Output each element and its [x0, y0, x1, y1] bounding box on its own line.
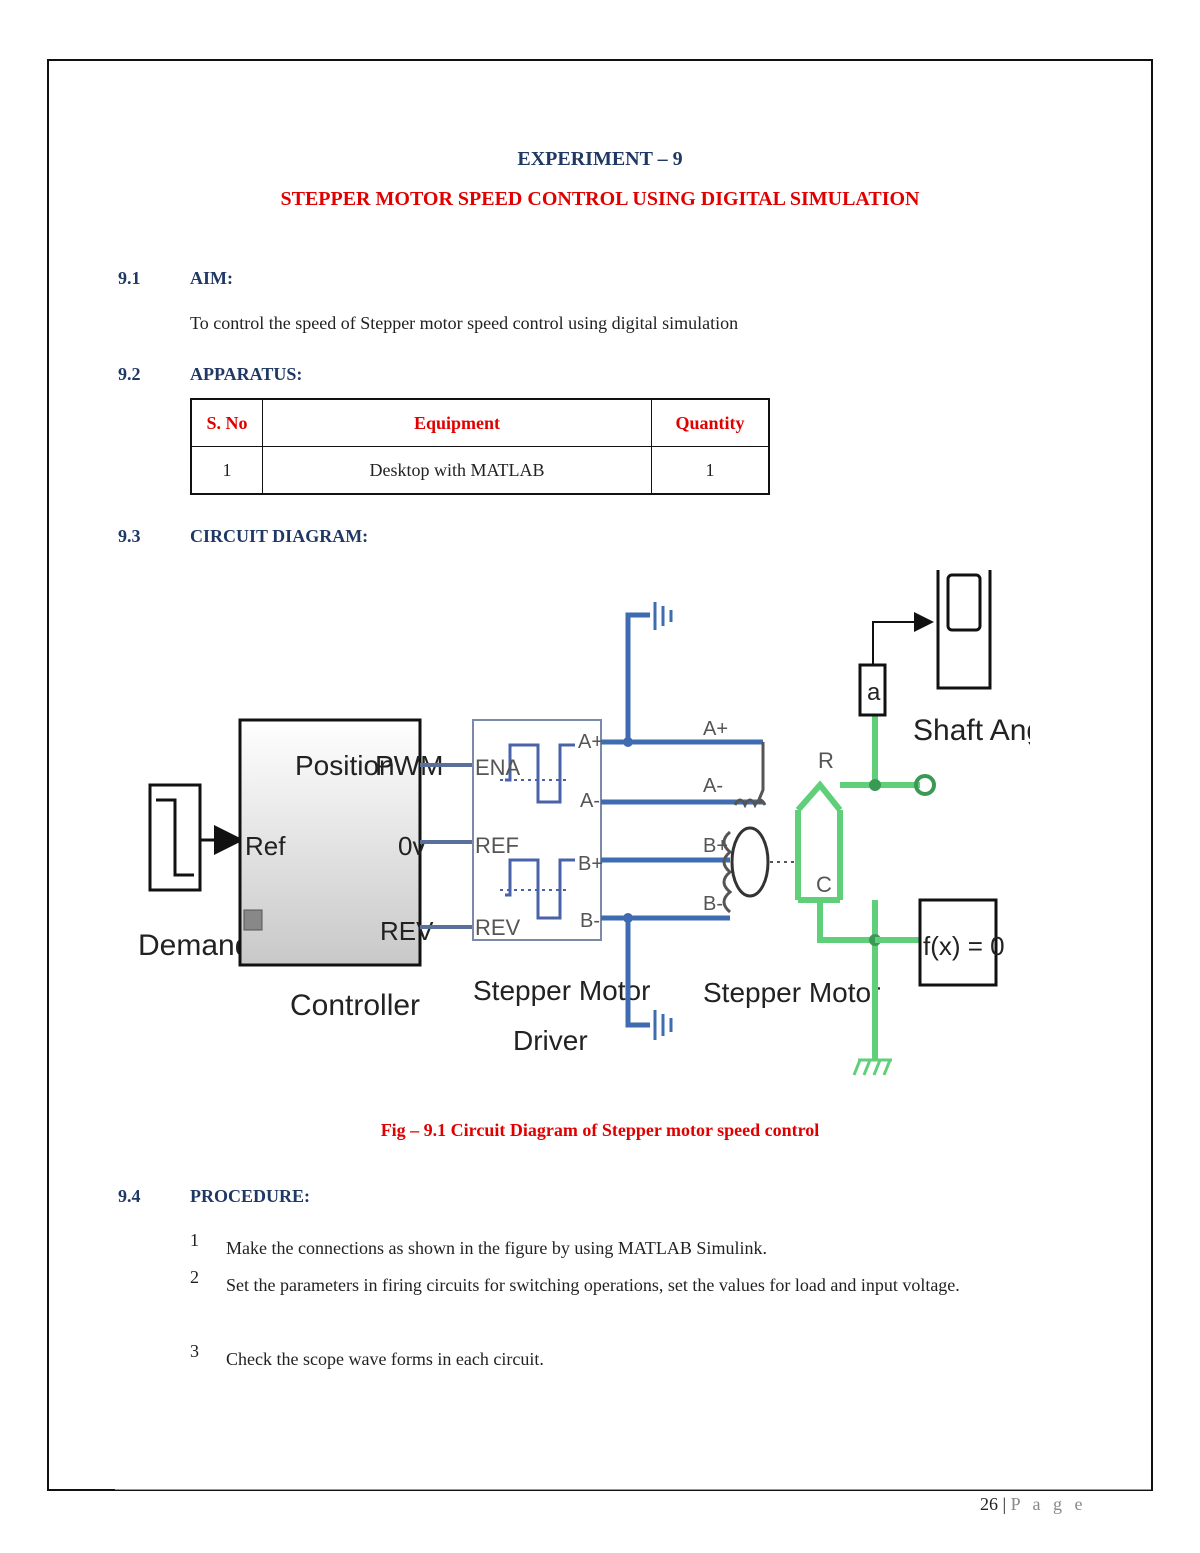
shaft-angle-label: Shaft Angle — [913, 714, 1030, 747]
procedure-step-1: 1 Make the connections as shown in the f… — [190, 1230, 1081, 1270]
motor-block: A+ A- B+ B- Stepper Motor — [703, 718, 880, 1008]
junction-a — [623, 737, 633, 747]
step-number: 2 — [190, 1267, 199, 1287]
page-separator: | — [1002, 1494, 1007, 1514]
motor-aminus-label: A- — [703, 775, 723, 797]
junction-b — [623, 913, 633, 923]
driver-aminus-label: A- — [580, 790, 600, 812]
circuit-diagram: Demand Ref Position PWM 0v REV Controlle… — [138, 570, 1030, 1076]
angle-output-label: a — [867, 679, 881, 706]
step-text: Set the parameters in firing circuits fo… — [226, 1275, 960, 1295]
page-border — [47, 59, 1153, 1491]
cell-quantity: 1 — [651, 446, 770, 495]
section-number-apparatus: 9.2 — [118, 364, 141, 384]
controller-ref-label: Ref — [245, 831, 286, 861]
page-number-value: 26 — [980, 1494, 998, 1514]
driver-bminus-label: B- — [580, 910, 600, 932]
driver-label-line1: Stepper Motor — [473, 975, 650, 1006]
driver-ena-label: ENA — [475, 755, 521, 780]
section-number-circuit: 9.3 — [118, 526, 141, 546]
section-title-circuit: CIRCUIT DIAGRAM: — [190, 526, 369, 546]
header-quantity: Quantity — [651, 398, 770, 447]
demand-block: Demand — [138, 783, 251, 962]
step-number: 1 — [190, 1230, 199, 1250]
port-c-label: C — [816, 872, 832, 897]
controller-label: Controller — [290, 989, 420, 1022]
subsystem-icon — [243, 909, 263, 931]
footer-divider — [115, 1489, 1151, 1490]
controller-position-label: Position — [295, 750, 395, 781]
junction-r — [869, 779, 881, 791]
header-sno: S. No — [190, 398, 263, 447]
step-text: Make the connections as shown in the fig… — [226, 1238, 767, 1258]
experiment-number: EXPERIMENT – 9 — [517, 148, 683, 170]
section-number-aim: 9.1 — [118, 268, 141, 288]
table-header-row: S. No Equipment Quantity — [190, 398, 770, 447]
motor-aplus-label: A+ — [703, 718, 728, 740]
motor-label: Stepper Motor — [703, 977, 880, 1008]
driver-block: ENA REF REV A+ A- B+ B- Stepper Motor Dr… — [472, 719, 650, 1056]
section-title-procedure: PROCEDURE: — [190, 1186, 310, 1206]
scope-screen-icon — [946, 573, 982, 632]
scope-block — [936, 570, 992, 690]
procedure-step-2: 2 Set the parameters in firing circuits … — [190, 1267, 1081, 1347]
angle-output-block — [858, 663, 887, 717]
procedure-step-3: 3 Check the scope wave forms in each cir… — [190, 1341, 1081, 1381]
controller-ov-label: 0v — [398, 831, 425, 861]
section-number-procedure: 9.4 — [118, 1186, 141, 1206]
motor-wires — [601, 612, 763, 1028]
driver-aplus-label: A+ — [578, 731, 603, 753]
table-row: 1 Desktop with MATLAB 1 — [190, 446, 770, 495]
section-title-apparatus: APPARATUS: — [190, 364, 303, 384]
cell-sno: 1 — [190, 446, 263, 495]
motor-bminus-label: B- — [703, 893, 723, 915]
driver-bplus-label: B+ — [578, 853, 603, 875]
apparatus-table: S. No Equipment Quantity 1 Desktop with … — [190, 398, 770, 495]
driver-rev-label: REV — [475, 915, 521, 940]
figure-caption: Fig – 9.1 Circuit Diagram of Stepper mot… — [380, 1120, 820, 1140]
driver-label-line2: Driver — [513, 1025, 588, 1056]
controller-rev-label: REV — [380, 916, 434, 946]
header-equipment: Equipment — [262, 398, 652, 447]
motion-sensor-icon — [914, 774, 936, 796]
motor-bplus-label: B+ — [703, 835, 728, 857]
page-number: 26 | P a g e — [980, 1494, 1086, 1515]
ground-bottom-icon — [653, 1010, 673, 1040]
driver-ref-label: REF — [475, 833, 519, 858]
cell-equipment: Desktop with MATLAB — [262, 446, 652, 495]
controller-block: Ref Position PWM 0v REV Controller — [238, 718, 443, 1022]
scope-wire — [872, 612, 934, 665]
solver-config-label: f(x) = 0 — [923, 931, 1005, 961]
step-number: 3 — [190, 1341, 199, 1361]
page-word: P a g e — [1010, 1494, 1087, 1514]
solver-config-block — [918, 898, 998, 987]
demand-label: Demand — [138, 929, 251, 962]
experiment-title: STEPPER MOTOR SPEED CONTROL USING DIGITA… — [280, 188, 920, 210]
port-r-label: R — [818, 748, 834, 773]
step-text: Check the scope wave forms in each circu… — [226, 1349, 544, 1369]
section-title-aim: AIM: — [190, 268, 233, 288]
aim-text: To control the speed of Stepper motor sp… — [190, 313, 739, 333]
ground-top-icon — [653, 602, 673, 630]
mechanical-reference-icon — [852, 1058, 892, 1076]
